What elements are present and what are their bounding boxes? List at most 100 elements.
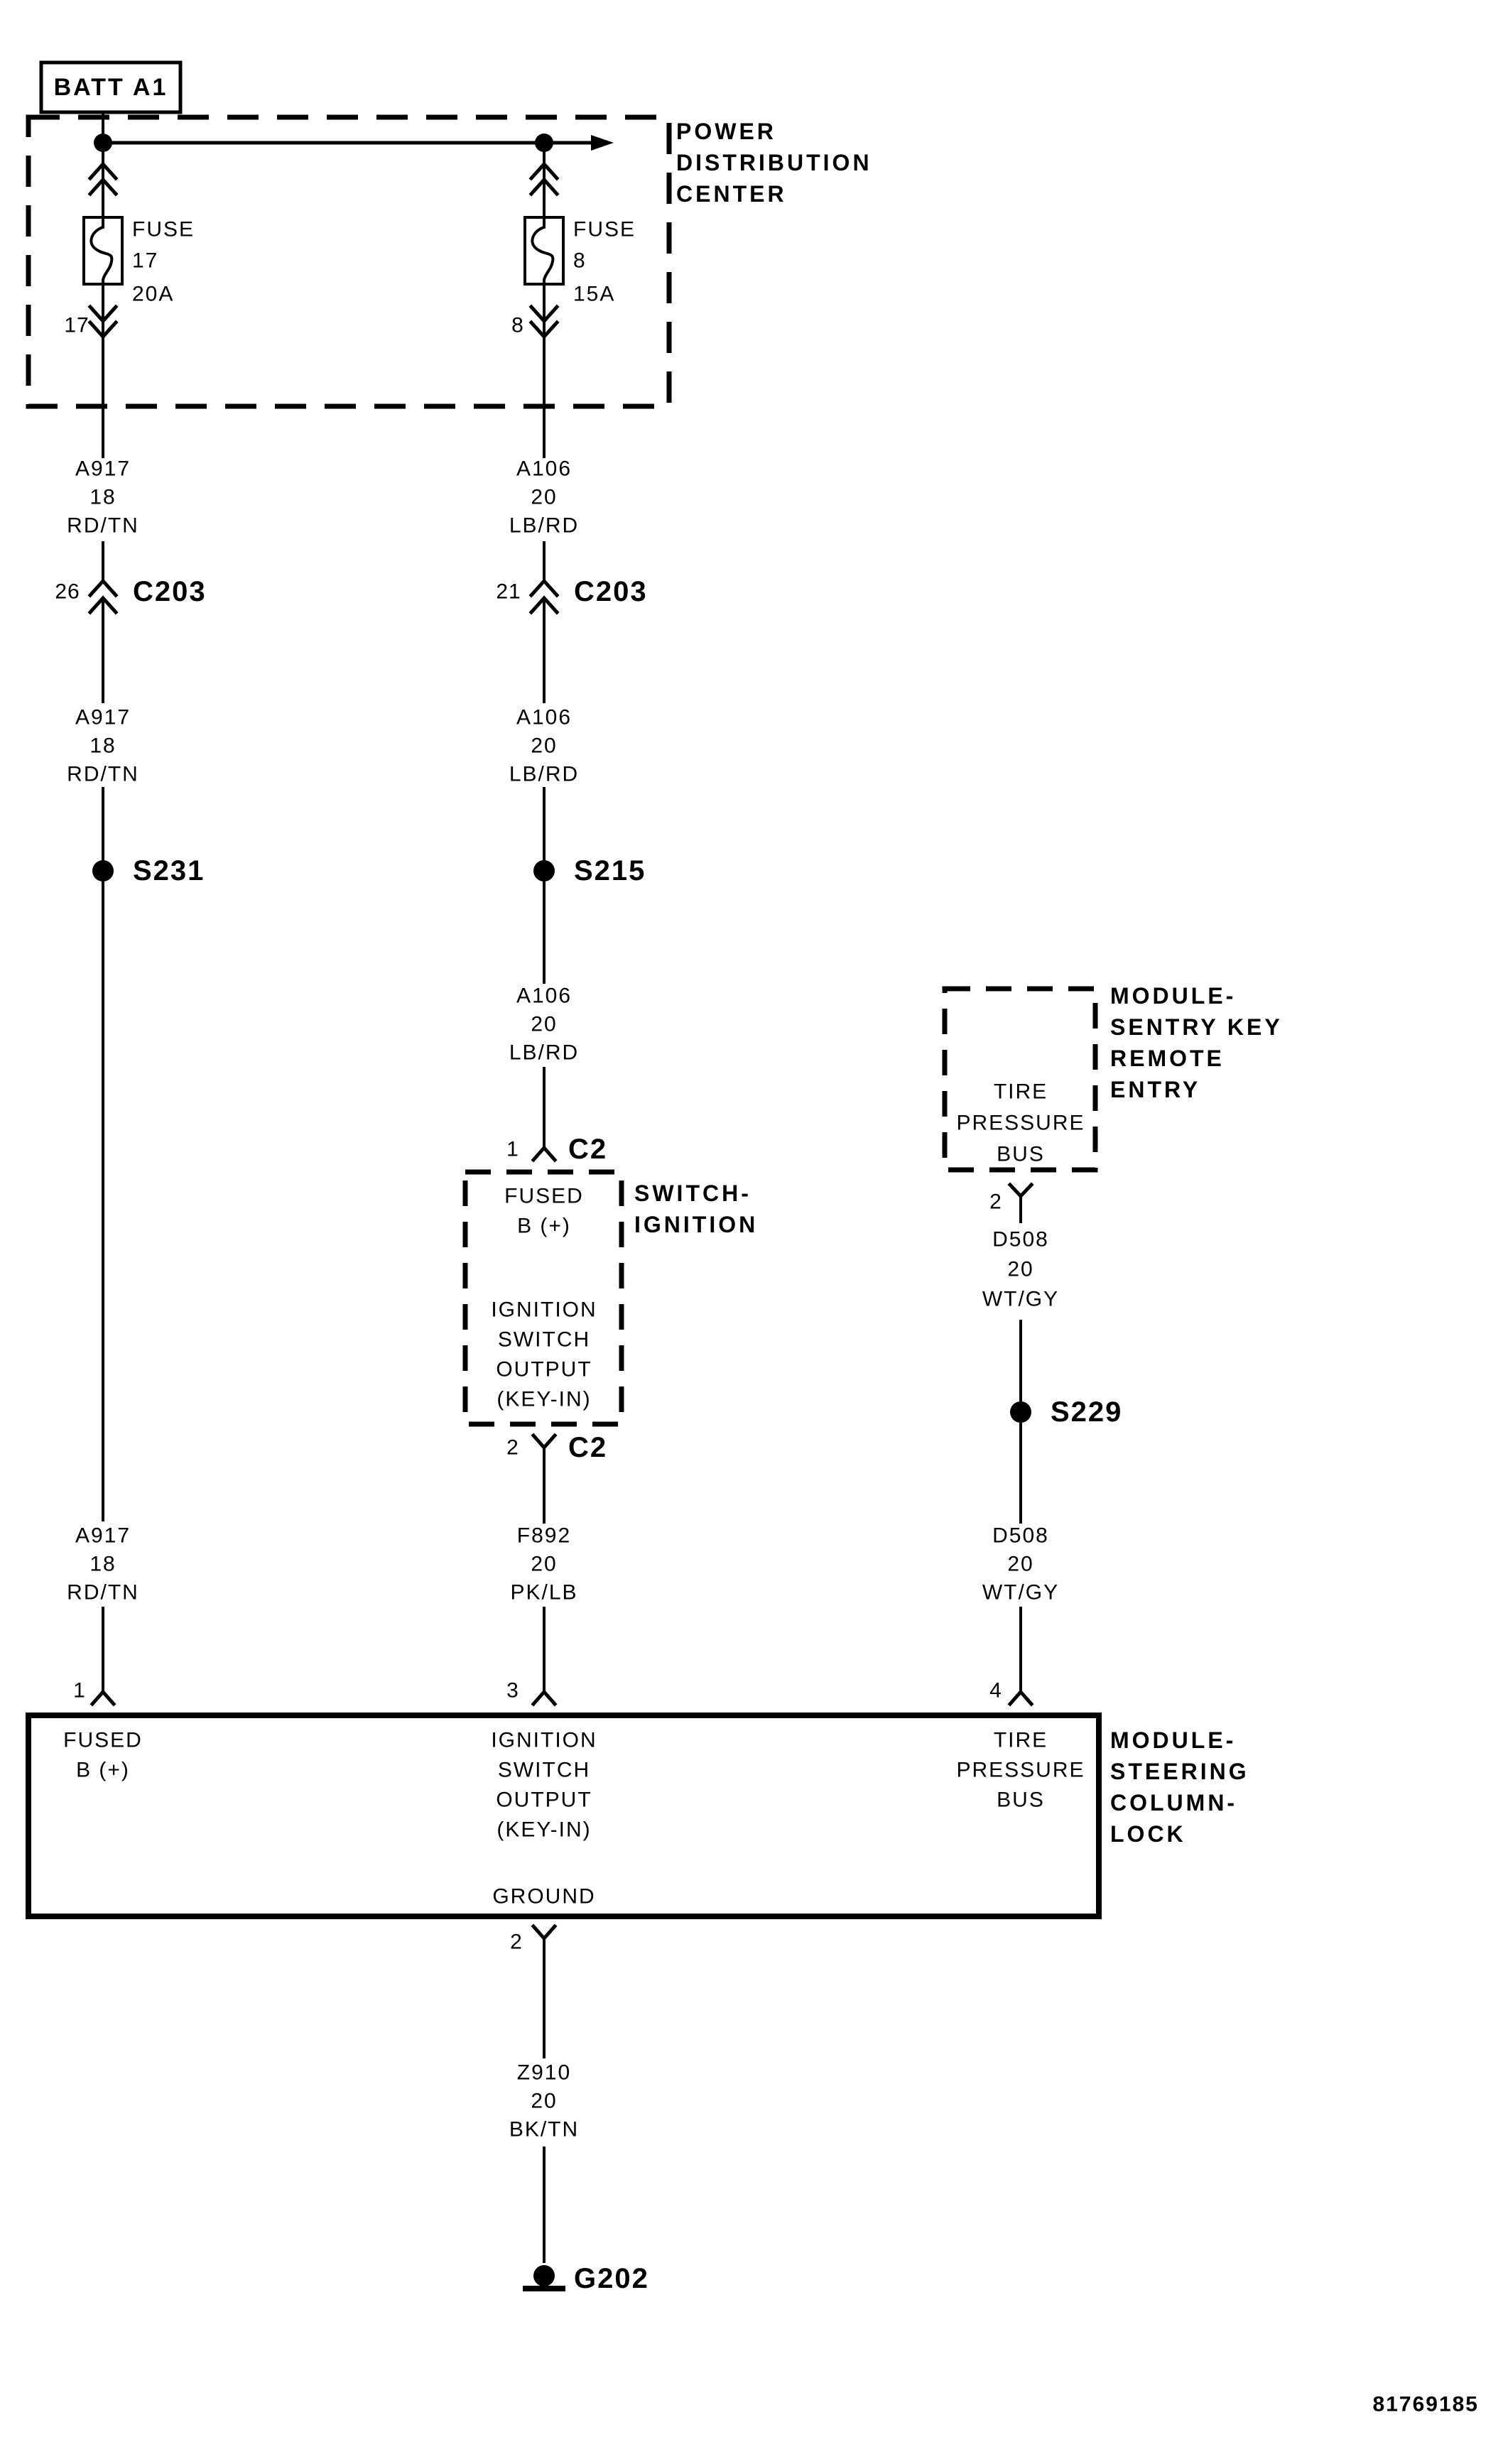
inline-connector-chevron-icon: [528, 595, 560, 615]
wire-gauge: 18: [89, 734, 116, 758]
switch-ignition: 1 C2 FUSED B (+) IGNITION SWITCH OUTPUT …: [462, 1134, 758, 1463]
pdc-title-line: POWER: [676, 119, 776, 144]
fuse-element-icon: [531, 217, 555, 284]
wire-circuit: D508: [992, 1524, 1049, 1548]
steering-module-title-line: LOCK: [1110, 1821, 1186, 1847]
power-distribution-center: POWER DISTRIBUTION CENTER FUSE 17 20A FU…: [26, 114, 869, 409]
wire-label-d508-1: D508 20 WT/GY: [982, 1228, 1059, 1311]
sentry-pin-function: PRESSURE: [956, 1112, 1085, 1135]
fuse-17: FUSE 17 20A: [82, 216, 195, 306]
steering-pin1-function: B (+): [76, 1759, 130, 1782]
wire-gauge: 20: [531, 1013, 557, 1036]
wire-label-z910: Z910 20 BK/TN: [509, 2061, 579, 2142]
sentry-module-title-line: ENTRY: [1110, 1077, 1200, 1102]
switch-ignition-title-line: IGNITION: [634, 1212, 758, 1237]
wire-color: LB/RD: [509, 763, 579, 786]
splice-s229: S229: [1010, 1396, 1122, 1428]
pin-connector-fork-icon: [1007, 1689, 1034, 1707]
wire-circuit: A106: [516, 457, 572, 481]
steering-pin-number: 3: [506, 1679, 519, 1703]
inline-connector-chevron-icon: [528, 578, 560, 598]
switch-pin-function: IGNITION: [491, 1298, 597, 1322]
module-steering-column-lock: 1 3 4 FUSED B (+) IGNITION SWITCH OUTPUT…: [26, 1679, 1249, 1954]
pdc-title-line: CENTER: [676, 181, 787, 207]
steering-module-title-line: STEERING: [1110, 1759, 1249, 1784]
splice-dot-icon: [1010, 1401, 1031, 1423]
wire-label-a917-1: A917 18 RD/TN: [67, 457, 138, 538]
steering-pin3-function: IGNITION: [491, 1729, 597, 1752]
fuse-name: FUSE: [132, 218, 195, 241]
bus-arrowhead-icon: [591, 135, 614, 151]
wire-circuit: A917: [75, 1524, 131, 1548]
c2-connector-label: C2: [568, 1134, 607, 1165]
steering-module-title-line: MODULE-: [1110, 1727, 1236, 1753]
connector-c203-left: 26 C203: [55, 576, 207, 615]
sentry-pin-function: TIRE: [994, 1080, 1048, 1104]
wire-label-d508-2: D508 20 WT/GY: [982, 1524, 1059, 1605]
fuse-number: 8: [573, 249, 587, 273]
splice-s231: S231: [92, 855, 205, 886]
ground-label: G202: [574, 2263, 649, 2294]
wire-color: PK/LB: [510, 1581, 577, 1605]
steering-pin1-function: FUSED: [63, 1729, 143, 1752]
steering-pin4-function: PRESSURE: [956, 1759, 1085, 1782]
wire-gauge: 20: [531, 486, 557, 509]
battery-callout: BATT A1: [39, 60, 183, 114]
sentry-pin-number: 2: [989, 1190, 1002, 1214]
splice-dot-icon: [533, 860, 555, 881]
wire-gauge: 20: [1007, 1553, 1033, 1576]
inline-connector-chevron-icon: [87, 595, 119, 615]
wire-gauge: 18: [89, 486, 116, 509]
splice-label: S229: [1051, 1396, 1122, 1428]
wire-gauge: 18: [89, 1553, 116, 1576]
connector-label: C203: [574, 576, 648, 607]
pin-connector-fork-icon: [1007, 1182, 1034, 1199]
wire-circuit: F892: [517, 1524, 571, 1548]
pin-connector-fork-icon: [531, 1689, 558, 1707]
sentry-module-title-line: MODULE-: [1110, 983, 1236, 1009]
wire-label-a106-2: A106 20 LB/RD: [509, 706, 579, 786]
wire-color: WT/GY: [982, 1288, 1059, 1311]
wire-label-a106-1: A106 20 LB/RD: [509, 457, 577, 538]
switch-ignition-title-line: SWITCH-: [634, 1181, 752, 1206]
pdc-pin-number: 17: [64, 314, 89, 337]
inline-connector-chevron-icon: [87, 578, 119, 598]
fuse-rating: 20A: [132, 283, 174, 306]
switch-pin-function: (KEY-IN): [497, 1388, 591, 1411]
fuse-element-icon: [89, 217, 114, 284]
c2-connector-label: C2: [568, 1432, 607, 1463]
battery-callout-box: [39, 60, 183, 114]
connector-pin-number: 21: [496, 580, 521, 604]
wire-color: WT/GY: [982, 1581, 1059, 1605]
splice-label: S215: [574, 855, 646, 886]
connector-c203-right: 21 C203: [496, 576, 648, 615]
wire-gauge: 20: [531, 1553, 557, 1576]
steering-pin-number: 2: [510, 1931, 523, 1954]
splice-label: S231: [133, 855, 205, 886]
steering-pin-number: 1: [73, 1679, 86, 1703]
pdc-dashed-box: [26, 114, 672, 409]
wire-circuit: A917: [75, 706, 131, 729]
steering-pin3-function: SWITCH: [498, 1759, 590, 1782]
switch-pin-function: FUSED: [504, 1185, 584, 1208]
fuse-name: FUSE: [573, 218, 636, 241]
sentry-pin-function: BUS: [997, 1143, 1045, 1166]
wire-label-a106-3: A106 20 LB/RD: [509, 984, 577, 1065]
wire-color: BK/TN: [509, 2118, 579, 2142]
sentry-module-title-line: SENTRY KEY: [1110, 1014, 1283, 1040]
ground-g202: G202: [523, 2263, 649, 2294]
connector-label: C203: [133, 576, 207, 607]
steering-pin4-function: TIRE: [994, 1729, 1048, 1752]
wire-gauge: 20: [1007, 1258, 1033, 1281]
pin-connector-fork-icon: [531, 1433, 558, 1450]
fuse-8: FUSE 8 15A: [523, 216, 636, 306]
splice-s215: S215: [533, 855, 646, 886]
pin-connector-fork-icon: [531, 1923, 558, 1941]
ground-icon: [533, 2265, 555, 2286]
wire-label-a917-2: A917 18 RD/TN: [67, 706, 138, 786]
sentry-module-title-line: REMOTE: [1110, 1046, 1225, 1071]
fuse-number: 17: [132, 249, 158, 273]
wire-label-a917-3: A917 18 RD/TN: [67, 1524, 138, 1605]
fuse-rating: 15A: [573, 283, 615, 306]
